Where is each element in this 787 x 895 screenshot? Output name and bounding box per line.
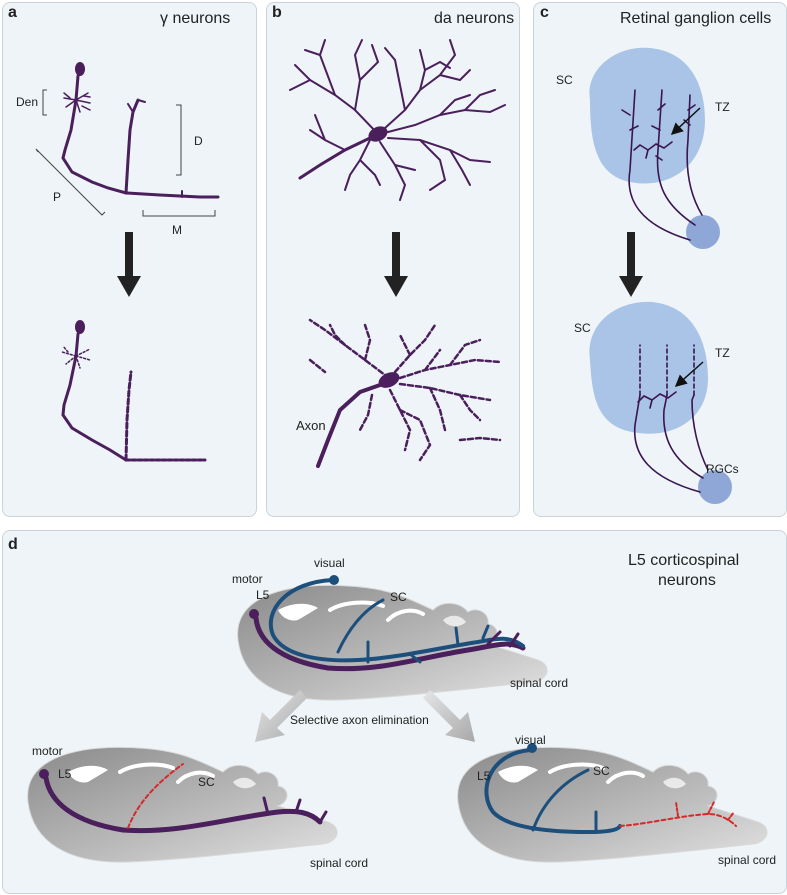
rgc-top [589,47,720,249]
brain-bottom-right [455,743,770,865]
tz-label-top: TZ [715,100,730,114]
sc-label-top: SC [556,73,573,87]
top-sc-label: SC [390,590,407,604]
right-spinal-label: spinal cord [718,853,777,867]
right-l5-label: L5 [477,769,491,783]
gamma-neuron-intact [61,62,220,199]
sc-label-bottom: SC [574,321,591,335]
left-sc-label: SC [198,775,215,789]
panel-a-down-arrow [117,232,141,297]
grey-arrows [255,690,475,742]
left-l5-label: L5 [58,767,72,781]
panel-b-title: da neurons [434,10,515,27]
d-label: D [194,134,203,148]
panel-a-brackets [35,89,216,217]
panel-d-label: d [8,536,18,553]
gamma-soma-top [75,62,85,76]
panel-a-title: γ neurons [160,10,231,27]
gamma-soma-bottom [75,320,85,334]
gamma-neuron-pruned [61,320,207,462]
left-motor-label: motor [32,744,63,758]
m-label: M [172,223,182,237]
brain-top [235,575,550,703]
panel-c-title: Retinal ganglion cells [620,10,772,27]
right-sc-label: SC [593,764,610,778]
den-bracket [42,89,47,116]
top-motor-label: motor [232,572,263,586]
m-bracket [142,210,216,217]
top-visual-label: visual [314,556,345,570]
panel-c-label: c [540,4,549,21]
right-visual-label: visual [515,733,546,747]
grey-arrow-left [255,690,307,742]
da-neuron-intact [289,39,506,201]
da-soma-bottom [378,372,400,388]
d-bracket [176,104,182,176]
brain-bottom-left [25,745,340,865]
panel-d-title-line1: L5 corticospinal [628,552,740,569]
tectum-bottom [589,301,708,434]
tz-label-bottom: TZ [715,346,730,360]
top-spinal-label: spinal cord [510,676,569,690]
rgc-bottom [589,301,732,504]
rgc-soma-bottom [698,470,732,504]
tz-arrow-top [670,107,701,136]
den-label: Den [16,95,39,109]
panel-d-title-line2: neurons [658,572,716,589]
panel-a-label: a [8,4,17,21]
selective-elimination-caption: Selective axon elimination [290,713,429,727]
da-neuron-pruned [308,318,502,468]
p-label: P [53,190,62,204]
panel-b-label: b [272,4,282,21]
tectum-top [589,47,705,184]
rgcs-label: RGCs [706,462,739,476]
panel-b-down-arrow [384,232,408,297]
axon-label: Axon [296,418,326,433]
left-spinal-label: spinal cord [310,856,369,870]
panel-c-down-arrow [619,232,643,297]
top-l5-label: L5 [256,588,270,602]
tz-arrow-bottom [674,361,704,387]
p-bracket [35,148,106,216]
grey-arrow-right [423,690,475,742]
rgc-soma-top [686,215,720,249]
